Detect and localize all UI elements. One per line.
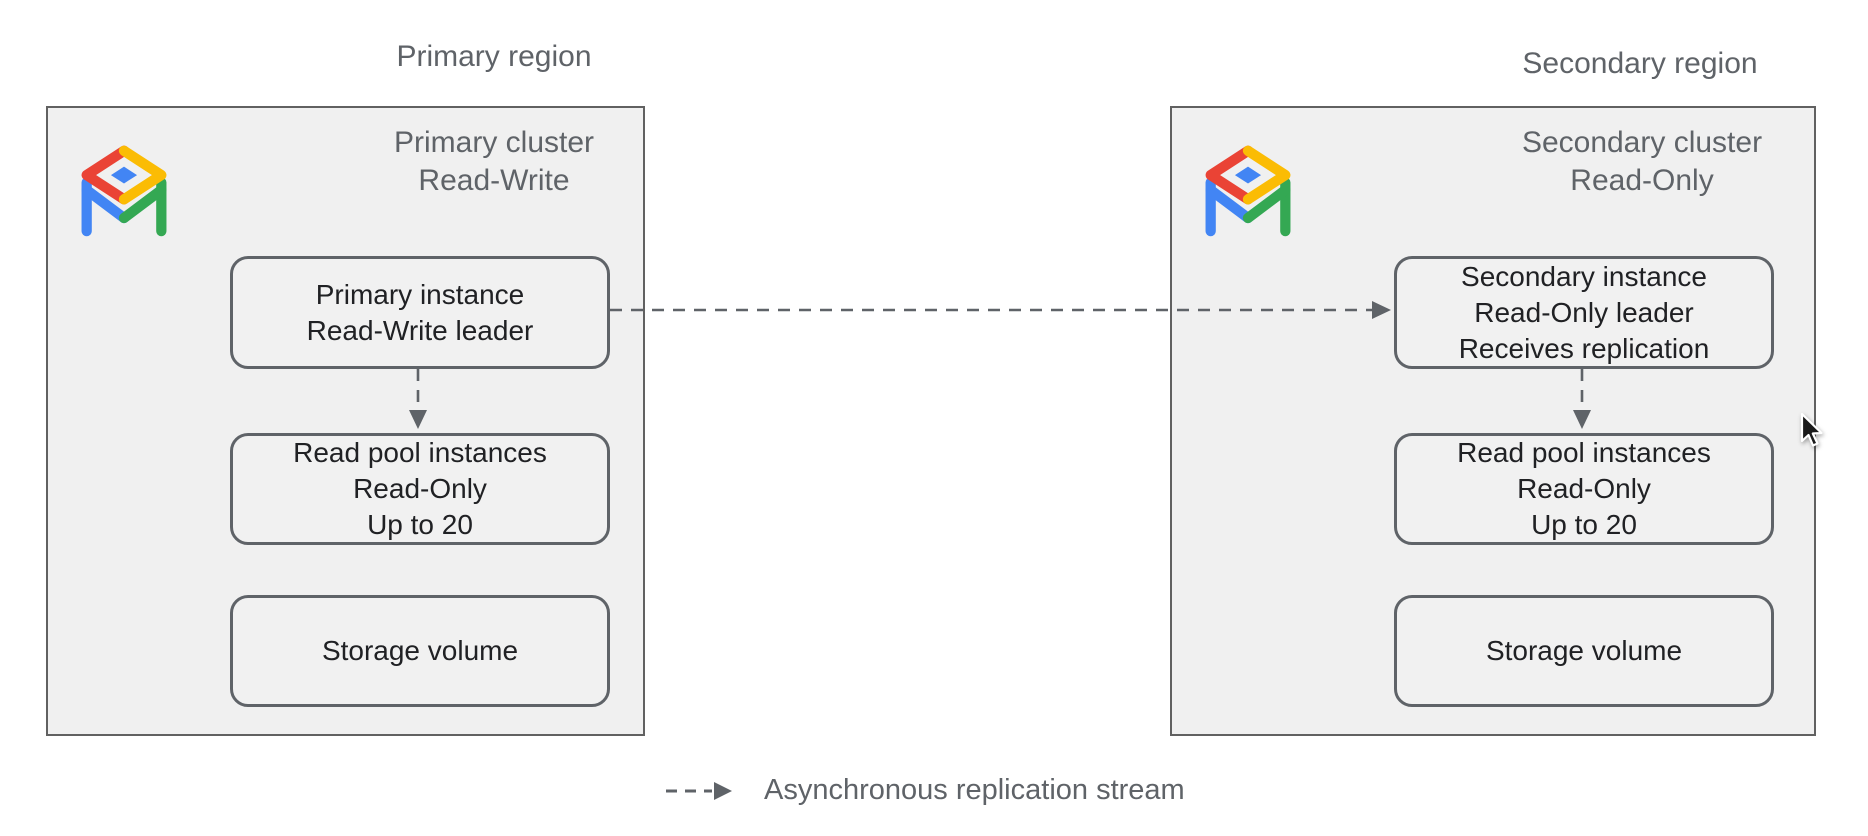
node-line: Read-Only leader <box>1474 296 1694 328</box>
primary-region-title: Primary region <box>396 40 592 73</box>
node-line: Read pool instances <box>1457 437 1711 468</box>
node-line: Storage volume <box>1485 635 1683 666</box>
primary-instance-node: Primary instance Read-Write leader <box>230 256 610 369</box>
cluster-mode-line: Read-Write <box>418 164 570 197</box>
secondary-region-title: Secondary region <box>1522 47 1758 80</box>
node-line: Up to 20 <box>1531 509 1637 540</box>
node-line: Receives replication <box>1458 332 1710 364</box>
primary-cluster-title: Primary cluster Read-Write <box>329 124 659 200</box>
node-line: Up to 20 <box>367 509 473 540</box>
primary-storage-node: Storage volume <box>230 595 610 707</box>
primary-read-pool-node: Read pool instances Read-Only Up to 20 <box>230 433 610 545</box>
node-line: Secondary instance <box>1461 260 1707 292</box>
node-line: Read pool instances <box>293 437 547 468</box>
legend-label: Asynchronous replication stream <box>764 774 1185 806</box>
secondary-read-pool-node: Read pool instances Read-Only Up to 20 <box>1394 433 1774 545</box>
secondary-region-box: Secondary cluster Read-Only Secondary in… <box>1170 106 1816 736</box>
secondary-cluster-title: Secondary cluster Read-Only <box>1477 124 1807 200</box>
cluster-mode-line: Read-Only <box>1570 164 1714 197</box>
legend: Asynchronous replication stream <box>664 774 1185 807</box>
secondary-instance-node: Secondary instance Read-Only leader Rece… <box>1394 256 1774 369</box>
cluster-title-line: Primary cluster <box>393 126 595 159</box>
alloydb-icon <box>1205 145 1291 237</box>
primary-region-box: Primary cluster Read-Write Primary insta… <box>46 106 645 736</box>
alloydb-icon <box>81 145 167 237</box>
dashed-arrow-legend-icon <box>666 781 732 800</box>
cluster-title-line: Secondary cluster <box>1521 126 1763 159</box>
node-line: Read-Write leader <box>306 314 534 346</box>
node-line: Primary instance <box>315 278 525 310</box>
node-line: Read-Only <box>353 473 487 504</box>
mouse-cursor-icon <box>1800 412 1823 447</box>
secondary-storage-node: Storage volume <box>1394 595 1774 707</box>
node-line: Storage volume <box>321 635 519 666</box>
node-line: Read-Only <box>1517 473 1651 504</box>
